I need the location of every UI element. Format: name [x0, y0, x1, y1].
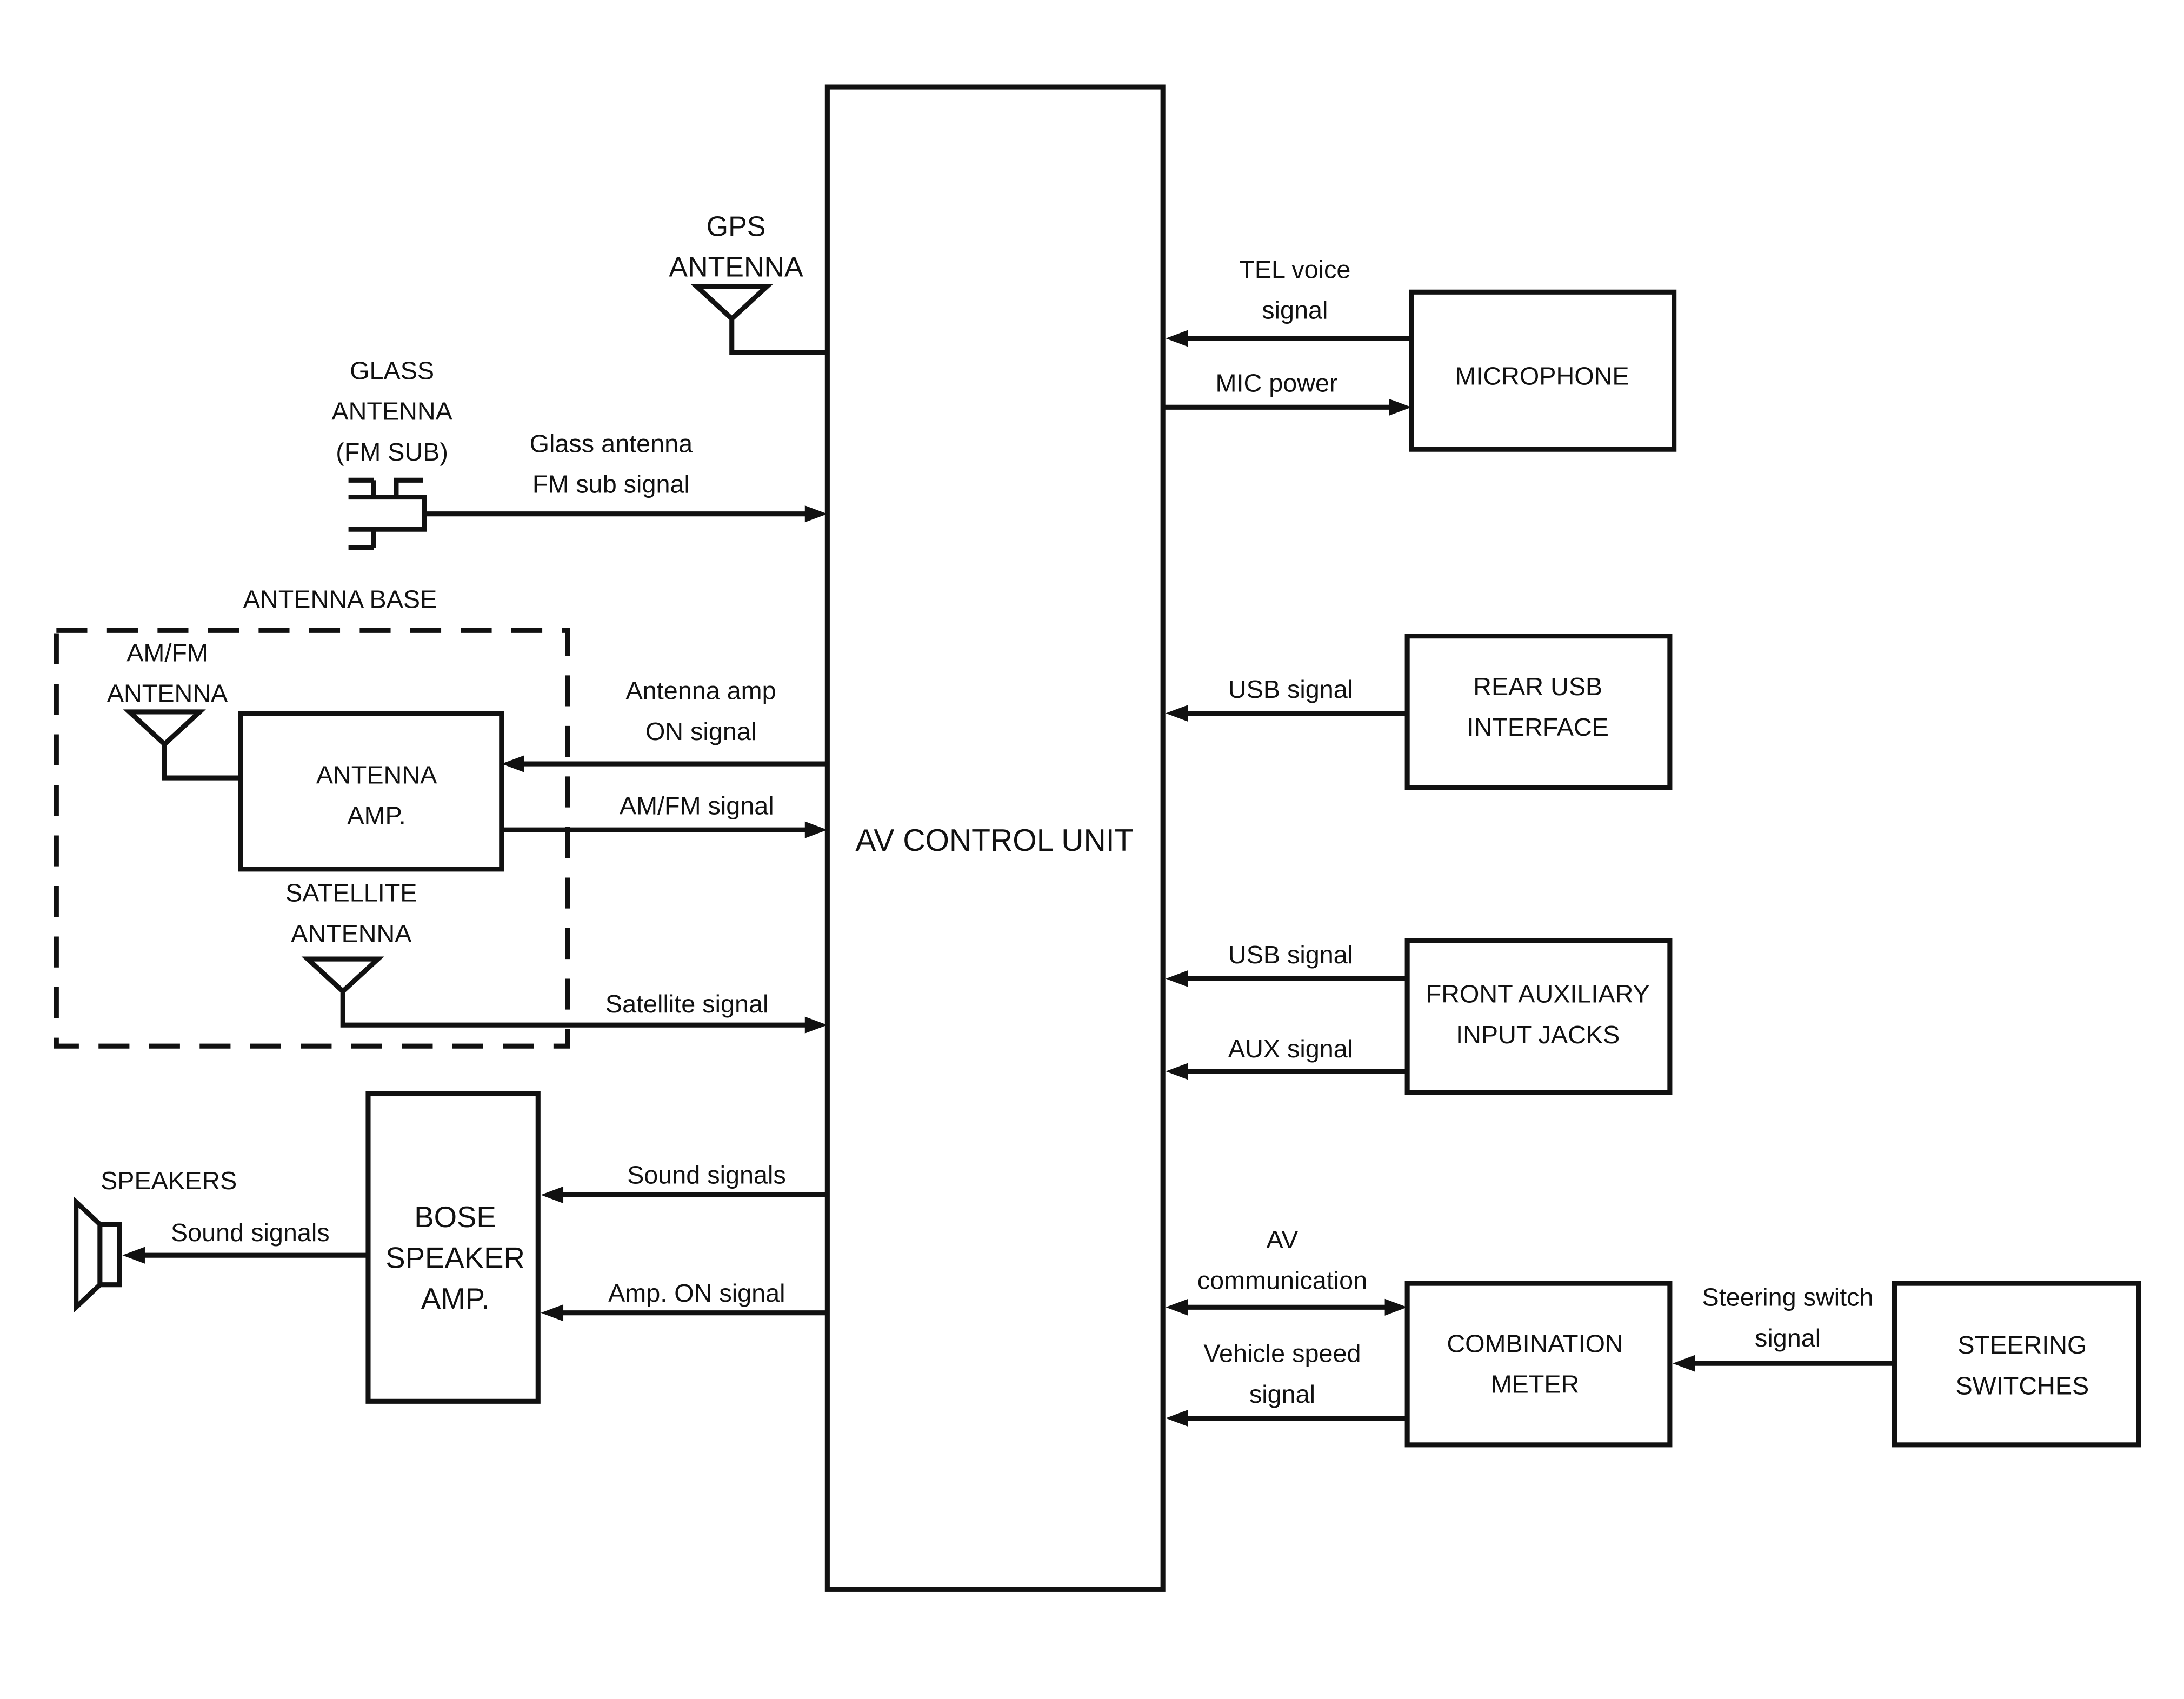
av-communication-label-line2: communication	[1197, 1267, 1367, 1295]
front-usb-signal-arrow	[1166, 970, 1188, 988]
tel-voice-signal-arrow	[1166, 330, 1188, 347]
vehicle-speed-signal-arrow	[1166, 1409, 1188, 1427]
mic-power-arrow	[1389, 398, 1411, 416]
speaker-icon	[74, 1196, 122, 1313]
sound-signals-amp-label: Sound signals	[627, 1161, 786, 1189]
steering-switches-label-line1: STEERING	[1957, 1331, 2087, 1359]
gps-antenna-icon	[690, 284, 828, 355]
glass-antenna-arrow	[804, 505, 828, 523]
sound-signals-speakers-label: Sound signals	[171, 1218, 330, 1247]
steering-switches-box	[1892, 1281, 2141, 1448]
front-usb-signal-label: USB signal	[1228, 941, 1353, 969]
rear-usb-signal-label: USB signal	[1228, 675, 1353, 703]
antenna-base-group: ANTENNA BASE AM/FM ANTENNA ANTENNA AMP. …	[54, 585, 807, 1049]
front-aux-input-jacks-label-line1: FRONT AUXILIARY	[1426, 980, 1650, 1008]
sound-signals-amp-arrow	[541, 1186, 564, 1204]
antenna-base-label: ANTENNA BASE	[243, 585, 437, 614]
antenna-amp-box	[238, 710, 504, 872]
microphone-box	[1409, 289, 1677, 452]
rear-usb-signal-arrow	[1166, 704, 1188, 722]
front-aux-input-jacks-label-line2: INPUT JACKS	[1456, 1021, 1620, 1049]
gps-antenna-label-line1: GPS	[707, 211, 766, 242]
glass-antenna-label-line1: GLASS	[350, 356, 434, 384]
steering-switch-signal-arrow	[1673, 1355, 1695, 1372]
tel-voice-signal-label-line2: signal	[1262, 296, 1328, 324]
sound-signals-speakers-arrow	[122, 1247, 145, 1264]
av-control-unit-label: AV CONTROL UNIT	[855, 823, 1133, 858]
satellite-antenna-label-line2: ANTENNA	[291, 920, 412, 948]
rear-usb-interface-box	[1404, 634, 1673, 790]
av-communication-label-line1: AV	[1267, 1225, 1299, 1254]
gps-antenna: GPS ANTENNA	[669, 211, 828, 355]
steering-switch-signal-label-line1: Steering switch	[1702, 1283, 1874, 1311]
aux-signal-arrow	[1166, 1063, 1188, 1080]
mic-power-label: MIC power	[1216, 369, 1338, 397]
glass-antenna-signal-label-line1: Glass antenna	[530, 429, 693, 457]
combination-meter-box	[1404, 1281, 1673, 1448]
combination-meter-label-line1: COMBINATION	[1447, 1329, 1623, 1357]
av-control-unit-box	[824, 84, 1166, 1592]
satellite-antenna-icon	[301, 956, 807, 1028]
antenna-amp-label-line2: AMP.	[347, 802, 405, 830]
rear-usb-interface-label-line1: REAR USB	[1473, 672, 1602, 701]
aux-signal-label: AUX signal	[1228, 1035, 1353, 1063]
glass-antenna-label-line3: (FM SUB)	[336, 438, 448, 466]
front-aux-input-jacks-box	[1404, 938, 1673, 1095]
av-communication-arrow-left	[1166, 1298, 1188, 1316]
bose-speaker-amp-label-line3: AMP.	[421, 1282, 489, 1315]
antenna-amp-on-arrow	[501, 755, 524, 772]
tel-voice-signal-label-line1: TEL voice	[1239, 255, 1350, 283]
glass-antenna-label-line2: ANTENNA	[331, 397, 452, 425]
microphone-label: MICROPHONE	[1455, 362, 1629, 390]
satellite-signal-label: Satellite signal	[605, 990, 768, 1018]
bose-speaker-amp-label-line2: SPEAKER	[385, 1242, 525, 1275]
am-fm-antenna-label-line1: AM/FM	[126, 638, 208, 667]
satellite-antenna-label-line1: SATELLITE	[285, 879, 417, 907]
glass-antenna-signal-label-line2: FM sub signal	[532, 470, 690, 498]
amp-on-signal-label: Amp. ON signal	[608, 1279, 785, 1307]
bose-speaker-amp-box	[365, 1091, 541, 1404]
glass-antenna-icon	[348, 477, 427, 550]
speakers-label: SPEAKERS	[101, 1167, 237, 1195]
combination-meter-label-line2: METER	[1491, 1370, 1580, 1398]
glass-antenna: GLASS ANTENNA (FM SUB) Glass antenna FM …	[331, 356, 828, 550]
vehicle-speed-signal-label-line2: signal	[1249, 1380, 1315, 1408]
am-fm-signal-label: AM/FM signal	[620, 792, 774, 820]
steering-switches-label-line2: SWITCHES	[1955, 1371, 2089, 1400]
am-fm-antenna-label-line2: ANTENNA	[107, 679, 228, 708]
antenna-amp-on-label-line2: ON signal	[645, 717, 756, 745]
vehicle-speed-signal-label-line1: Vehicle speed	[1203, 1340, 1361, 1368]
gps-antenna-label-line2: ANTENNA	[669, 252, 803, 283]
antenna-amp-on-label-line1: Antenna amp	[626, 677, 776, 705]
av-communication-arrow-right	[1384, 1298, 1408, 1316]
rear-usb-interface-label-line2: INTERFACE	[1467, 713, 1609, 741]
amp-on-signal-arrow	[541, 1304, 564, 1322]
am-fm-signal-arrow	[804, 821, 828, 838]
am-fm-antenna-icon	[123, 709, 241, 781]
antenna-amp-label-line1: ANTENNA	[316, 761, 437, 789]
steering-switch-signal-label-line2: signal	[1755, 1324, 1821, 1352]
satellite-signal-arrow	[804, 1016, 828, 1034]
antenna-base-dashed-border	[54, 628, 570, 1049]
bose-speaker-amp-label-line1: BOSE	[414, 1201, 496, 1234]
